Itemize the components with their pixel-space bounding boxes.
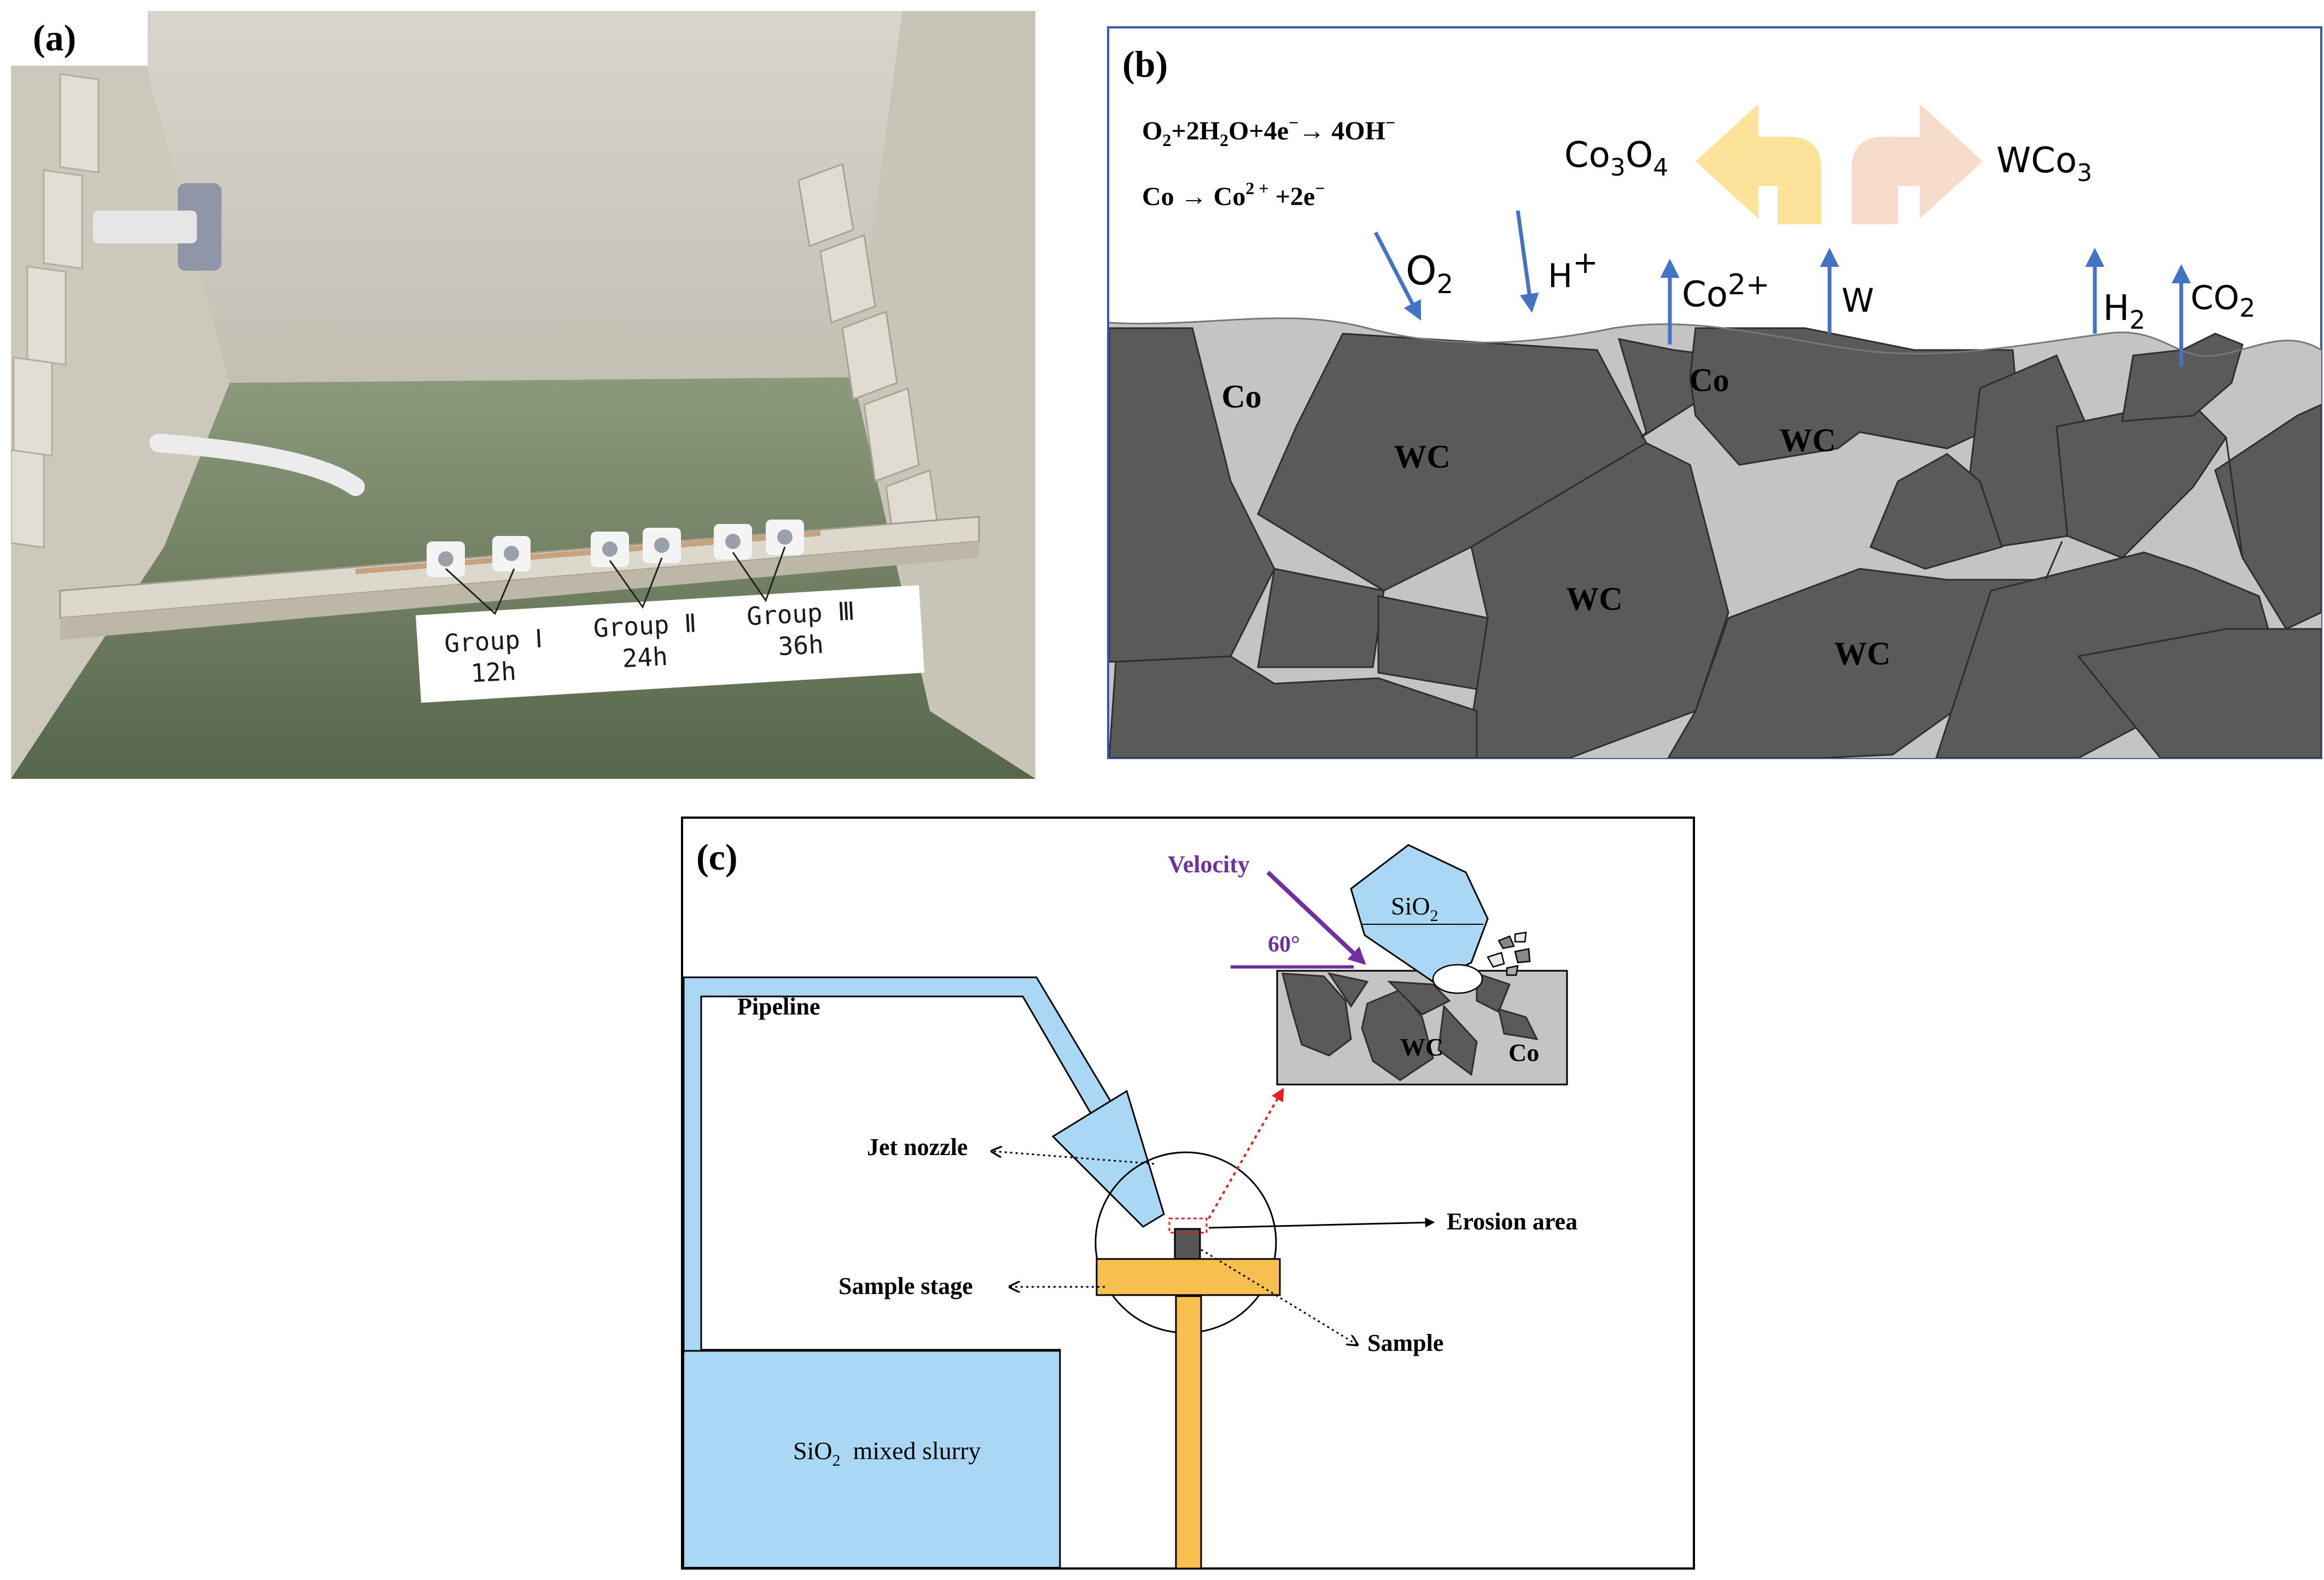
label-co-right: Co — [1689, 362, 1729, 398]
hose — [149, 434, 365, 496]
species-arrows — [1373, 210, 2191, 366]
label-co3o4: Co3O4 — [1564, 135, 1668, 182]
label-wc-1: WC — [1394, 439, 1450, 475]
inset-wc-grains — [1282, 972, 1539, 1081]
group-labels: Group Ⅰ 12h Group Ⅱ 24h Group Ⅲ 36h — [444, 596, 855, 688]
pipe-fitting — [178, 183, 222, 271]
sample-stage — [1096, 1258, 1281, 1296]
panel-b-label: (b) — [1122, 43, 1168, 85]
slurry-label: SiO2 mixed slurry — [793, 1437, 981, 1470]
erosion-area-label: Erosion area — [1447, 1208, 1577, 1235]
panel-a-label-box — [11, 11, 148, 66]
svg-text:Group Ⅱ: Group Ⅱ — [592, 608, 697, 643]
pipeline — [683, 976, 1146, 1352]
left-wall-slots — [11, 73, 100, 549]
sio2-particle-label: SiO2 — [1391, 892, 1438, 925]
panel-b-schematic: Co WC Co WC WC WC O2+2H2O+4e−→ 4OH− Co →… — [1107, 26, 2322, 759]
label-wc-4: WC — [1834, 636, 1890, 672]
erosion-debris — [1432, 931, 1531, 994]
erosion-inset: WC Co — [1276, 970, 1568, 1086]
group-3-time: 36h — [777, 629, 824, 661]
label-o2: O2 — [1406, 248, 1453, 300]
label-wco3: WCo3 — [1996, 141, 2092, 187]
erosion-area-leader — [1208, 1217, 1435, 1229]
svg-text:Group Ⅲ: Group Ⅲ — [746, 596, 855, 631]
pipe-elbow — [93, 211, 197, 243]
panel-a-photo: Group Ⅰ 12h Group Ⅱ 24h Group Ⅲ 36h — [11, 11, 1035, 779]
sample-holders — [427, 520, 804, 577]
impact-angle-label: 60° — [1268, 932, 1300, 957]
inset-label-wc: WC — [1400, 1033, 1443, 1061]
erosion-area-marker — [1168, 1217, 1208, 1234]
jet-nozzle — [1051, 1089, 1165, 1228]
label-co2plus: Co2+ — [1682, 269, 1770, 315]
tank-back-wall — [131, 11, 902, 383]
label-wc-2: WC — [1779, 422, 1836, 458]
label-wc-3: WC — [1566, 581, 1622, 617]
sample — [1174, 1228, 1201, 1260]
group-1-name: Group Ⅰ — [444, 623, 543, 658]
panel-c-label: (c) — [696, 836, 737, 878]
reaction-equations: O2+2H2O+4e−→ 4OH− Co → Co2 + +2e− — [1142, 113, 1395, 211]
group-1-time: 12h — [470, 656, 517, 688]
equation-oxygen-reduction: O2+2H2O+4e−→ 4OH− — [1142, 113, 1395, 150]
group-2-time: 24h — [621, 642, 668, 673]
sample-stage-label: Sample stage — [838, 1273, 973, 1299]
zoom-arrow — [1208, 1087, 1284, 1219]
group-2-name: Group Ⅱ — [592, 608, 697, 643]
product-labels: Co3O4 WCo3 — [1564, 135, 2092, 187]
sample-label: Sample — [1367, 1330, 1443, 1356]
grain-boundaries — [2045, 437, 2244, 580]
h-plus-in-arrow — [1516, 210, 1539, 313]
tank-right-wall — [853, 11, 1035, 779]
svg-text:36h: 36h — [777, 629, 824, 661]
label-h2: H2 — [2103, 288, 2145, 335]
svg-text:Group Ⅰ: Group Ⅰ — [444, 623, 543, 658]
sio2-particle — [1350, 844, 1489, 983]
wc-grains — [1109, 327, 2321, 758]
co3o4-bent-arrow — [1696, 104, 1821, 224]
velocity-label: Velocity — [1168, 851, 1250, 878]
callout-arrows — [993, 1151, 1435, 1344]
wco3-bent-arrow — [1851, 104, 1983, 224]
inset-label-co: Co — [1508, 1039, 1539, 1066]
apparatus-labels: Pipeline Jet nozzle Erosion area Sample … — [737, 993, 1577, 1356]
panel-c-apparatus: WC Co SiO2 Velocity 60° Pi — [681, 817, 1695, 1570]
pipeline-label: Pipeline — [737, 993, 820, 1020]
group-label-box — [416, 585, 924, 703]
panel-a-label: (a) — [33, 17, 76, 59]
species-labels: O2 H+ Co2+ W H2 CO2 — [1406, 245, 2255, 335]
label-w: W — [1842, 282, 1874, 320]
svg-text:24h: 24h — [621, 642, 668, 673]
svg-text:12h: 12h — [470, 656, 517, 688]
label-co2-gas: CO2 — [2191, 279, 2255, 323]
equation-cobalt-oxidation: Co → Co2 + +2e− — [1142, 178, 1325, 211]
velocity-arrow — [1266, 871, 1366, 965]
right-wall-slots — [797, 162, 942, 565]
stage-post — [1175, 1295, 1202, 1570]
label-h-plus: H+ — [1548, 245, 1598, 295]
group-3-name: Group Ⅲ — [746, 596, 855, 631]
surface-line — [1109, 317, 2321, 357]
jet-nozzle-label: Jet nozzle — [867, 1134, 968, 1161]
phase-labels: Co WC Co WC WC WC — [1221, 362, 1890, 672]
sample-rack-edge — [60, 541, 979, 640]
o2-in-arrow — [1373, 231, 1422, 321]
label-co-left: Co — [1221, 378, 1261, 415]
group-leader-lines — [445, 546, 786, 615]
